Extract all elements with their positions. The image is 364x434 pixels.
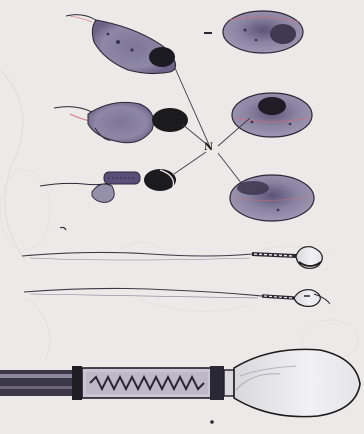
round-spermatid-nucleus	[232, 93, 312, 137]
label-n: N	[204, 143, 213, 153]
round-spermatid-nucleus	[223, 11, 303, 53]
round-spermatid-nucleus	[230, 175, 314, 221]
marker-dot	[210, 420, 214, 424]
marker-dash	[204, 32, 212, 34]
